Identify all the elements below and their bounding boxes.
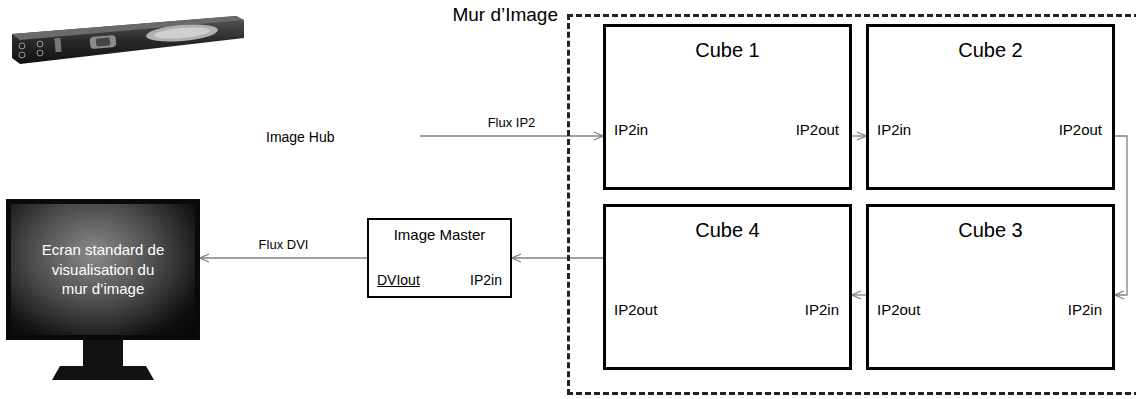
monitor-base	[52, 366, 154, 380]
flow-arrow	[200, 257, 367, 258]
device-label: Image Hub	[266, 127, 420, 147]
port-row: IP2in IP2out	[614, 121, 839, 138]
port-row: DVIout IP2in	[377, 272, 502, 288]
port-label: IP2in	[614, 121, 648, 138]
device-knob	[37, 41, 43, 47]
box-title: Cube 2	[869, 39, 1112, 62]
device-knob	[19, 52, 25, 58]
box-title: Cube 3	[869, 219, 1112, 242]
port-row: IP2out IP2in	[614, 301, 839, 318]
port-row: IP2out IP2in	[877, 301, 1102, 318]
device-body	[12, 16, 244, 64]
flow-label: Flux DVI	[256, 237, 312, 252]
device-button	[54, 38, 61, 52]
port-label: IP2out	[877, 301, 920, 318]
screen-text: Ecran standard de visualisation du mur d…	[37, 240, 169, 299]
port-label: IP2in	[470, 272, 502, 288]
port-label: DVIout	[377, 272, 420, 288]
box-title: Image Master	[377, 226, 502, 243]
region-box: Mur d’ImageCube 1IP2inIP2outCube 2IP2inI…	[567, 14, 1136, 395]
device-display	[145, 22, 218, 44]
port-label: IP2out	[614, 301, 657, 318]
cube-box: Cube 3 IP2out IP2in	[866, 204, 1115, 370]
port-label: IP2in	[805, 301, 839, 318]
port-label: IP2in	[877, 121, 911, 138]
port-label: IP2in	[1068, 301, 1102, 318]
port-label: IP2out	[1059, 121, 1102, 138]
monitor-neck	[83, 336, 123, 366]
device-knob	[37, 50, 43, 56]
flow-arrow	[1115, 136, 1127, 295]
port-label: IP2out	[796, 121, 839, 138]
device-knob	[19, 43, 25, 49]
device-panel	[96, 37, 111, 46]
box-title: Cube 1	[606, 39, 849, 62]
port-row: IP2in IP2out	[877, 121, 1102, 138]
device-illustration	[0, 0, 260, 80]
flow-arrow	[512, 257, 603, 258]
screen-node: Ecran standard de visualisation du mur d…	[6, 199, 200, 340]
master-box: Image MasterDVIout IP2in	[367, 218, 512, 298]
flow-label: Flux IP2	[485, 115, 539, 130]
device-display	[154, 26, 211, 41]
device-node: Image Hub	[266, 127, 420, 147]
device-panel	[90, 35, 117, 49]
flow-arrow	[852, 135, 866, 136]
cube-box: Cube 1 IP2in IP2out	[603, 24, 852, 190]
region-heading: Mur d’Image	[452, 4, 558, 26]
flow-arrow	[852, 294, 866, 295]
box-title: Cube 4	[606, 219, 849, 242]
cube-box: Cube 2 IP2in IP2out	[866, 24, 1115, 190]
flow-arrow	[420, 135, 603, 136]
cube-box: Cube 4 IP2out IP2in	[603, 204, 852, 370]
